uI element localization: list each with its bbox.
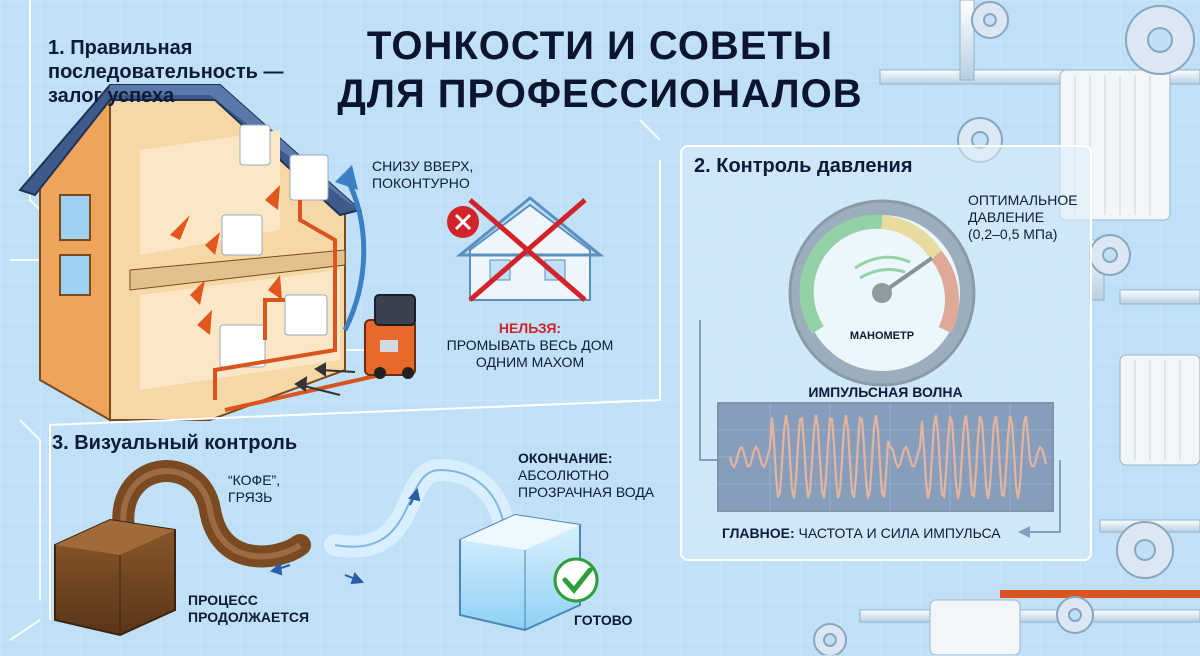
main-label: ГЛАВНОЕ: [722, 525, 795, 541]
house-cutaway-icon [18, 84, 381, 422]
section1-heading: 1. Правильная последовательность — залог… [48, 36, 308, 108]
note-line: СНИЗУ ВВЕРХ, [372, 158, 474, 174]
forbidden-label: НЕЛЬЗЯ: [498, 320, 562, 336]
end-line: ПРОЗРАЧНАЯ ВОДА [518, 484, 655, 500]
note-line: ПОКОНТУРНО [372, 175, 470, 191]
optimal-range: (0,2–0,5 МПа) [968, 226, 1058, 242]
title-line-1: ТОНКОСТИ И СОВЕТЫ [366, 24, 834, 68]
process-note: ПРОЦЕСС ПРОДОЛЖАЕТСЯ [188, 592, 309, 626]
crossed-house-icon [447, 196, 605, 302]
main-text: ЧАСТОТА И СИЛА ИМПУЛЬСА [798, 525, 1001, 541]
bottom-up-note: СНИЗУ ВВЕРХ, ПОКОНТУРНО [372, 158, 473, 192]
optimal-line: ДАВЛЕНИЕ [968, 209, 1045, 225]
forbidden-text-line: ПРОМЫВАТЬ ВЕСЬ ДОМ [446, 337, 614, 353]
end-line: АБСОЛЮТНО [518, 467, 609, 483]
end-note: ОКОНЧАНИЕ: АБСОЛЮТНО ПРОЗРАЧНАЯ ВОДА [518, 450, 654, 501]
dirty-line: ГРЯЗЬ [228, 489, 273, 505]
section2-heading: 2. Контроль давления [694, 155, 913, 177]
flushing-pump-icon [364, 294, 416, 379]
clean-container-icon [324, 458, 581, 632]
section3-heading: 3. Визуальный контроль [52, 432, 298, 454]
optimal-pressure-note: ОПТИМАЛЬНОЕ ДАВЛЕНИЕ (0,2–0,5 МПа) [968, 192, 1088, 243]
title-line-2: ДЛЯ ПРОФЕССИОНАЛОВ [337, 72, 863, 116]
forbidden-note: НЕЛЬЗЯ: ПРОМЫВАТЬ ВЕСЬ ДОМ ОДНИМ МАХОМ [420, 320, 640, 371]
process-line: ПРОДОЛЖАЕТСЯ [188, 609, 310, 625]
end-label: ОКОНЧАНИЕ: [518, 450, 613, 466]
dirty-container-icon [54, 460, 311, 637]
optimal-line: ОПТИМАЛЬНОЕ [968, 192, 1078, 208]
main-note: ГЛАВНОЕ: ЧАСТОТА И СИЛА ИМПУЛЬСА [722, 525, 1001, 542]
section1-heading-line: последовательность — [48, 61, 284, 83]
process-line: ПРОЦЕСС [188, 592, 258, 608]
flow-arrows [294, 362, 356, 396]
section1-heading-line: 1. Правильная [48, 37, 193, 59]
dirty-line: “КОФЕ”, [228, 472, 281, 488]
pressure-panel [680, 145, 1092, 561]
done-label: ГОТОВО [574, 612, 633, 628]
wave-label: ИМПУЛЬСНАЯ ВОЛНА [808, 384, 963, 400]
gear-icon [813, 1, 1195, 655]
page-title: ТОНКОСТИ И СОВЕТЫ ДЛЯ ПРОФЕССИОНАЛОВ [330, 22, 870, 118]
section1-heading-line: залог успеха [48, 85, 175, 107]
forbidden-text-line: ОДНИМ МАХОМ [475, 354, 585, 370]
dirty-note: “КОФЕ”, ГРЯЗЬ [228, 472, 280, 506]
check-icon [553, 557, 599, 603]
gauge-label: МАНОМЕТР [849, 330, 915, 342]
